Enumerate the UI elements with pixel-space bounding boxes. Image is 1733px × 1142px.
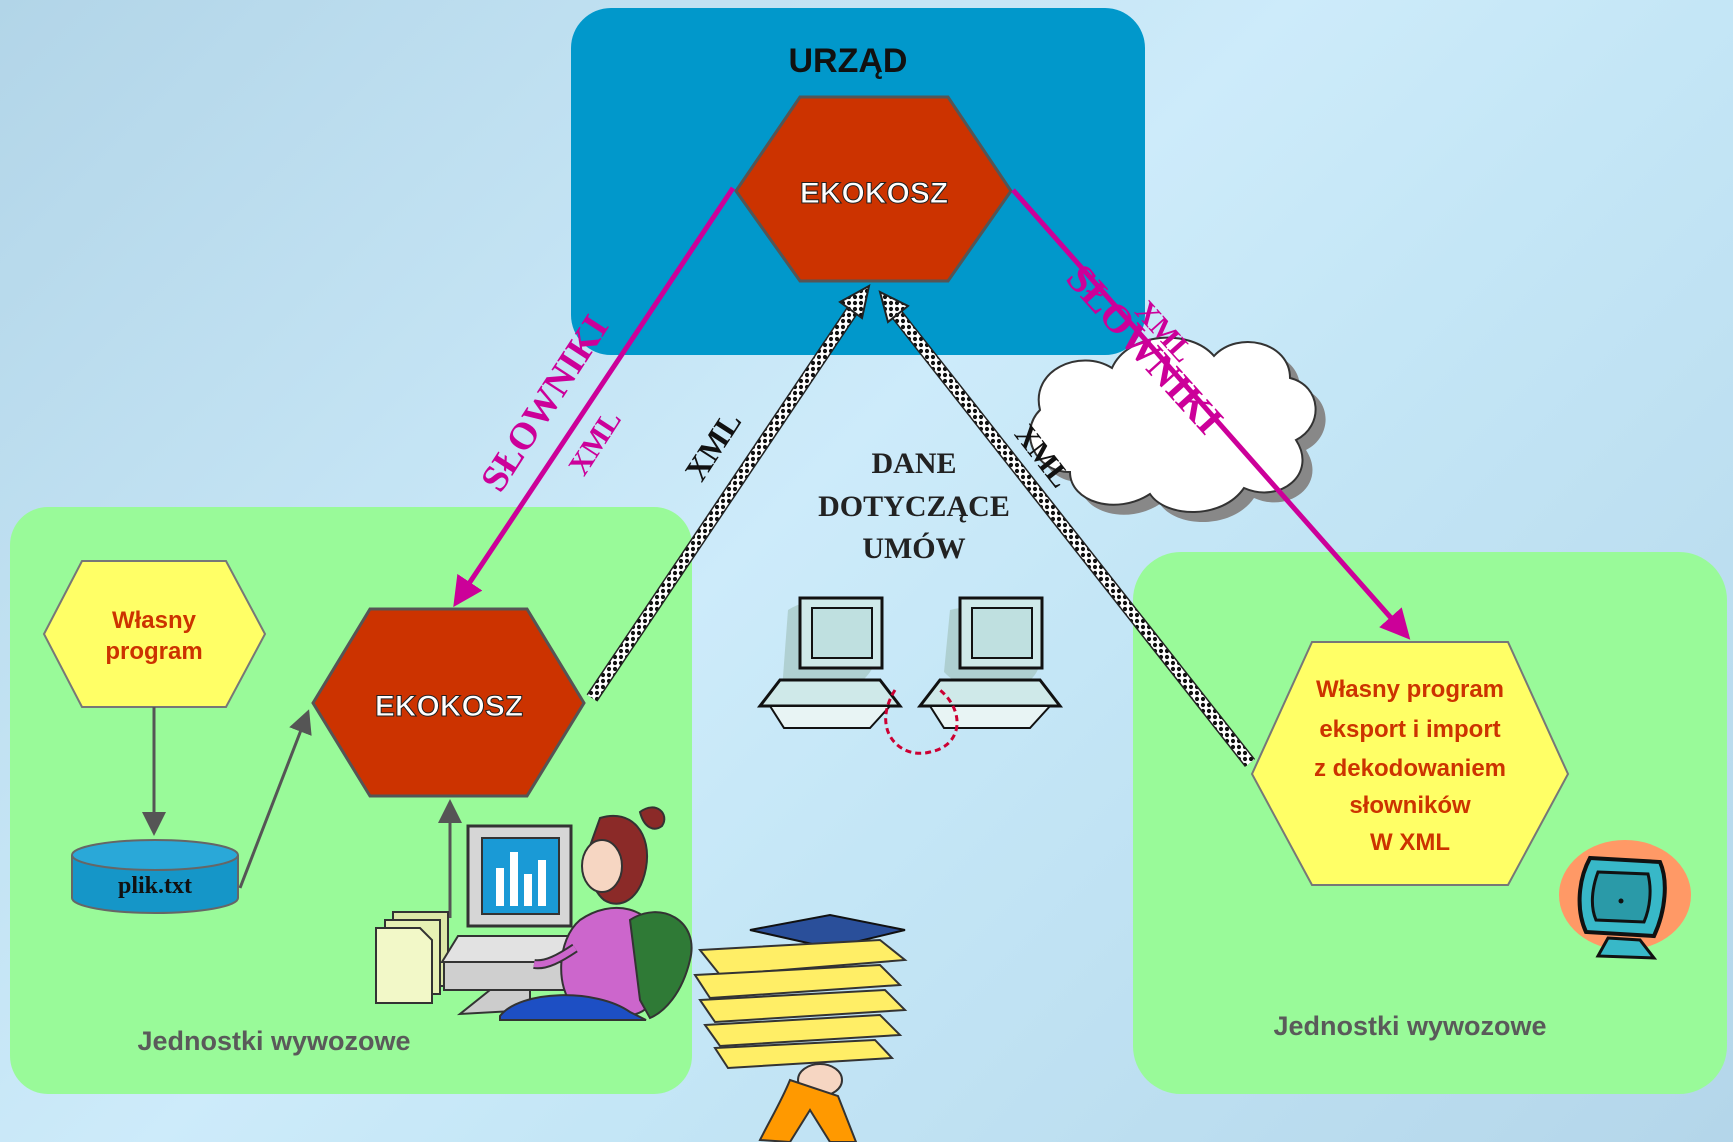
right-xml-dotted-arrow bbox=[878, 290, 1256, 768]
center-label-line-2: DOTYCZĄCE bbox=[818, 490, 1010, 523]
networked-computers-icon bbox=[756, 596, 1064, 755]
urzad-title: URZĄD bbox=[789, 42, 908, 80]
urzad-ekokosz-label: EKOKOSZ bbox=[800, 177, 948, 210]
left-slowniki-arrow bbox=[453, 186, 736, 608]
right-slowniki-arrow bbox=[1011, 188, 1411, 640]
right-program-line-1: Własny program bbox=[1316, 676, 1504, 703]
database-cylinder-icon bbox=[71, 839, 239, 914]
right-unit-caption: Jednostki wywozowe bbox=[1273, 1011, 1546, 1041]
left-unit-box: Własny program plik.txt EKOKOSZ bbox=[10, 507, 693, 1094]
urzad-box: URZĄD EKOKOSZ bbox=[571, 8, 1145, 355]
urzad-ekokosz-hexagon[interactable] bbox=[734, 95, 1013, 283]
right-program-line-3: z dekodowaniem bbox=[1314, 755, 1506, 782]
file-to-ekokosz-arrow bbox=[238, 709, 312, 889]
left-program-hexagon[interactable] bbox=[42, 560, 267, 708]
right-unit-box: Własny program eksport i import z dekodo… bbox=[1133, 552, 1727, 1094]
left-program-line-2: program bbox=[105, 638, 202, 665]
left-ekokosz-hexagon[interactable] bbox=[311, 607, 586, 798]
left-xml-dotted-arrow bbox=[586, 284, 871, 702]
right-program-line-5: W XML bbox=[1370, 829, 1450, 856]
center-label-line-1: DANE bbox=[871, 447, 956, 480]
woman-at-computer-icon bbox=[440, 806, 693, 1021]
center-label-line-3: UMÓW bbox=[862, 532, 965, 565]
left-xml-label: XML bbox=[562, 404, 628, 481]
right-program-line-4: słowników bbox=[1349, 792, 1471, 819]
file-label: plik.txt bbox=[118, 873, 192, 899]
left-program-line-1: Własny bbox=[112, 607, 197, 634]
left-ekokosz-label: EKOKOSZ bbox=[375, 690, 523, 723]
right-program-hexagon[interactable] bbox=[1250, 641, 1570, 886]
monitor-icon bbox=[1559, 840, 1691, 960]
person-carrying-papers-icon bbox=[693, 913, 908, 1142]
cloud-icon bbox=[1029, 336, 1326, 523]
right-program-line-2: eksport i import bbox=[1319, 716, 1500, 743]
left-unit-caption: Jednostki wywozowe bbox=[137, 1026, 410, 1056]
document-stack-icon bbox=[375, 911, 449, 1004]
